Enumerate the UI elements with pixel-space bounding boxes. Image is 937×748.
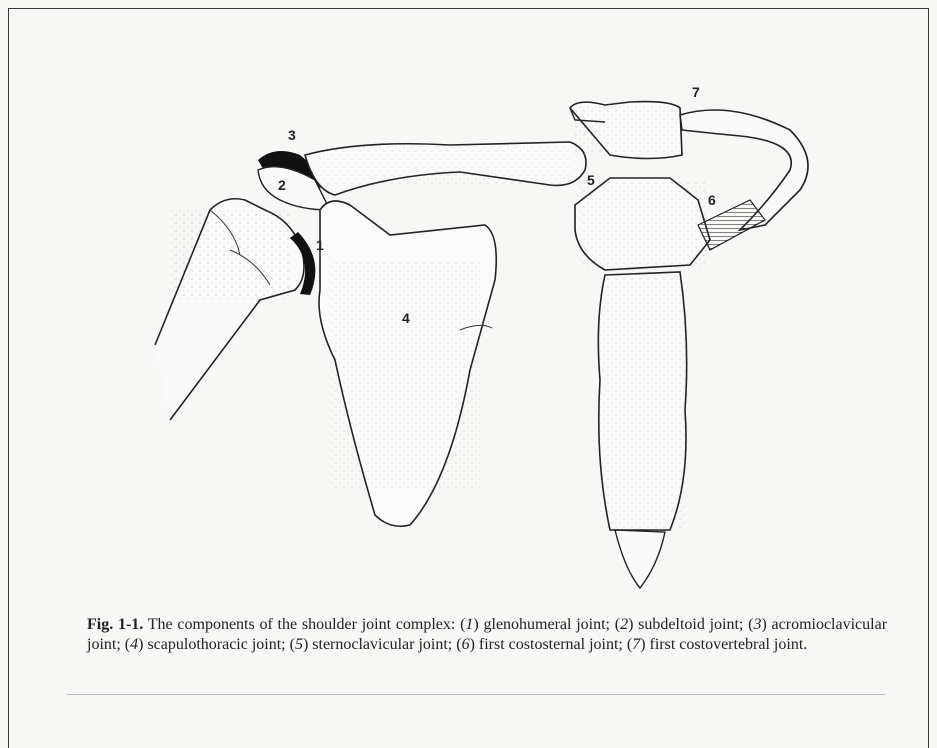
label-4: 4 xyxy=(402,310,410,326)
figure-caption: Fig. 1-1. The components of the shoulder… xyxy=(87,615,887,655)
label-7: 7 xyxy=(692,84,700,100)
humerus xyxy=(155,199,304,420)
label-6: 6 xyxy=(708,192,716,208)
label-1: 1 xyxy=(316,237,324,253)
shoulder-joint-illustration: 1 2 3 4 5 6 7 xyxy=(30,60,910,600)
label-3: 3 xyxy=(288,127,296,143)
anatomy-drawing: 1 2 3 4 5 6 7 xyxy=(30,60,910,600)
xiphoid-process xyxy=(615,530,665,588)
caption-rule xyxy=(67,694,885,695)
vertebra xyxy=(570,102,682,159)
figure-label: Fig. 1-1. xyxy=(87,616,143,633)
label-5: 5 xyxy=(587,172,595,188)
label-2: 2 xyxy=(278,177,286,193)
